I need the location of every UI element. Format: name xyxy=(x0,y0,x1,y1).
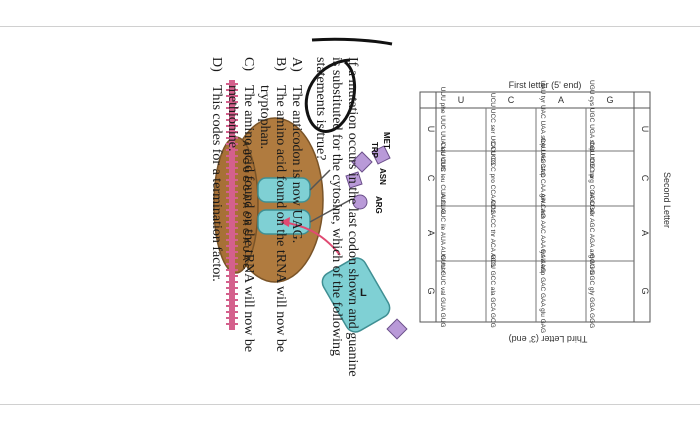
top-divider xyxy=(0,26,700,27)
option-d-key: D) xyxy=(209,57,224,72)
third-letter-G: G xyxy=(640,287,650,294)
option-b-text: The amino acid found on the tRNA will no… xyxy=(257,85,288,353)
first-letter-G: G xyxy=(426,287,436,294)
first-letter-C: C xyxy=(426,175,436,182)
label-arg: ARG xyxy=(374,196,383,214)
amino-acid-asn xyxy=(345,171,363,189)
codon-cell: AUU AUC ile AUA AUG met xyxy=(439,193,446,273)
table-header-third: Third Letter (3' end) xyxy=(509,334,588,344)
third-letter-A: A xyxy=(640,230,650,236)
codon-cell: ACU ACC thr ACA ACG xyxy=(489,199,496,267)
option-d-text: This codes for a termination factor. xyxy=(209,85,224,282)
codon-cell: CCU CCC pro CCA CCG xyxy=(489,142,496,215)
ribosome-diagram: AUGUGGAACAGAUAC MET TRP ASN ARG L xyxy=(213,80,408,340)
amino-acid-trp xyxy=(351,151,373,173)
option-a: A) The anticodon is now UAG. xyxy=(288,57,304,387)
codon-table: First letter (5' end) Second Letter Thir… xyxy=(419,80,672,344)
incoming-amino-acid xyxy=(386,318,408,340)
table-header-second: Second Letter xyxy=(662,172,672,228)
label-asn: ASN xyxy=(378,168,387,185)
codon-cell: CGU CGC arg CGA CGG xyxy=(588,141,595,215)
option-b-key: B) xyxy=(273,57,288,71)
option-d: D) This codes for a termination factor. xyxy=(208,57,224,387)
codon-cell: UCU UCC ser UCA UCG xyxy=(489,93,496,165)
amino-acid-met xyxy=(371,145,391,165)
option-c-key: C) xyxy=(241,57,256,71)
mrna-strand: AUGUGGAACAGAUAC xyxy=(226,80,251,330)
bottom-divider xyxy=(0,404,700,405)
label-trp: TRP xyxy=(370,142,379,159)
codon-cell: AAU asn AAC AAA lys AAG xyxy=(539,193,546,272)
label-met: MET xyxy=(382,132,391,149)
codon-cell: UAU tyr UAC UAA stop UAG stop xyxy=(539,80,546,178)
incoming-trna: L xyxy=(321,257,408,340)
mrna-sequence: AUGUGGAACAGAUAC xyxy=(241,140,251,271)
question-stem: If a mutation occurs in the last codon s… xyxy=(313,57,360,377)
first-letter-U: U xyxy=(426,126,436,133)
pen-stroke xyxy=(311,37,393,46)
label-l: L xyxy=(360,287,367,299)
second-letter-U: U xyxy=(458,95,465,105)
codon-cell: CAU his CAC CAA gln CAG xyxy=(539,138,546,219)
amino-acid-arg xyxy=(352,194,368,210)
codon-cell: GGU GGC gly GGA GGG xyxy=(588,254,595,328)
codon-cell: UGU cys UGC UGA stop UGG trp xyxy=(588,80,595,178)
codon-cell: GAU asp GAC GAA glu GAG xyxy=(539,249,546,333)
second-letter-A: A xyxy=(558,95,564,105)
codon-cell: UUU phe UUC UUA leu UUG xyxy=(439,87,446,172)
pen-circle xyxy=(304,58,357,133)
option-a-text: The anticodon is now UAG. xyxy=(289,85,304,244)
third-letter-U: U xyxy=(640,126,650,133)
table-header-first: First letter (5' end) xyxy=(509,80,582,90)
second-letter-G: G xyxy=(606,95,613,105)
codon-cell: CUU CUC leu CUA CUG xyxy=(439,142,446,214)
first-letter-A: A xyxy=(426,230,436,236)
option-a-key: A) xyxy=(289,57,304,72)
codon-cell: AGU ser AGC AGA arg AGG xyxy=(588,192,595,274)
second-letter-C: C xyxy=(508,95,515,105)
question-block: If a mutation occurs in the last codon s… xyxy=(185,57,360,387)
codon-cell: GUU GUC val GUA GUG xyxy=(439,255,446,328)
option-c: C) The amino acid found on the tRNA will… xyxy=(224,57,256,387)
option-c-text: The amino acid found on the tRNA will no… xyxy=(225,85,256,353)
codon-cell: GCU GCC ala GCA GCG xyxy=(489,254,496,327)
third-letter-C: C xyxy=(640,175,650,182)
option-b: B) The amino acid found on the tRNA will… xyxy=(256,57,288,387)
